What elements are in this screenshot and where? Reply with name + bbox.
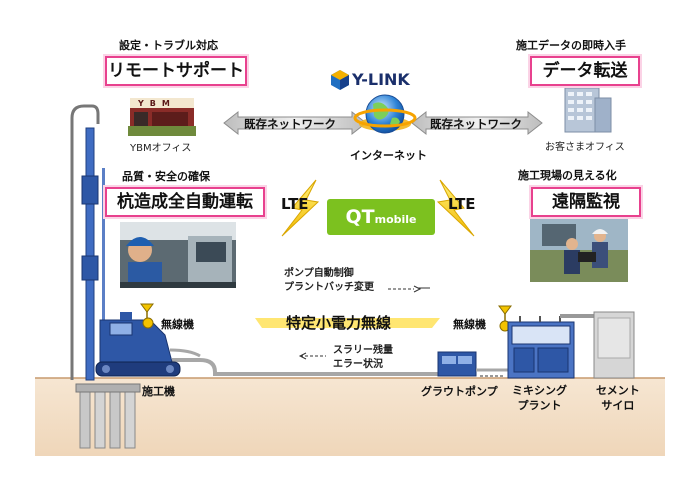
- customer-office-building-icon: [564, 87, 612, 133]
- radio-bottom-message: スラリー残量 エラー状況: [333, 344, 393, 372]
- auto-operation-box: 杭造成全自動運転: [105, 187, 265, 217]
- piles: [75, 383, 141, 449]
- qt-mobile-logo: QTmobile: [327, 199, 435, 235]
- visualization-caption: 施工現場の見える化: [518, 169, 617, 182]
- radio-top-message: ポンプ自動制御 プラントバッチ変更: [284, 267, 374, 295]
- qt-logo-mobile: mobile: [374, 213, 417, 226]
- qt-logo-letters: QT: [345, 206, 375, 228]
- radio-top-line-2: プラントバッチ変更: [284, 282, 374, 293]
- mixing-plant: [507, 314, 600, 379]
- quality-caption: 品質・安全の確保: [122, 170, 210, 183]
- remote-monitoring-box: 遠隔監視: [531, 187, 641, 217]
- remote-support-caption: 設定・トラブル対応: [119, 39, 218, 52]
- cement-silo: [593, 311, 635, 379]
- radio-label-right: 無線機: [453, 318, 486, 331]
- data-transfer-box: データ転送: [530, 56, 640, 86]
- remote-monitoring-photo: [530, 218, 628, 282]
- cement-silo-line-2: サイロ: [601, 399, 635, 412]
- radio-title: 特定小電力無線: [286, 314, 392, 332]
- internet-label: インターネット: [350, 149, 427, 162]
- radio-bottom-line-2: エラー状況: [333, 359, 383, 370]
- grout-pump-label: グラウトポンプ: [421, 385, 498, 398]
- lte-label-left: LTE: [281, 195, 309, 213]
- cement-silo-label: セメント サイロ: [596, 383, 640, 413]
- radio-top-line-1: ポンプ自動制御: [284, 268, 354, 279]
- grout-hose: [172, 358, 442, 376]
- radio-bottom-line-1: スラリー残量: [333, 345, 393, 356]
- operator-cab-photo: [120, 222, 236, 288]
- y-link-logo-text: Y-LINK: [352, 70, 410, 89]
- radio-label-left: 無線機: [161, 318, 194, 331]
- rig-label: 施工機: [142, 385, 175, 398]
- ybm-office-photo: [128, 98, 196, 136]
- radio-band: [255, 318, 440, 328]
- mixing-plant-line-1: ミキシング: [512, 384, 567, 397]
- lte-label-right: LTE: [448, 195, 476, 213]
- lte-bolt-left: [281, 179, 320, 237]
- ybm-office-label: YBMオフィス: [130, 143, 192, 154]
- mixing-plant-line-2: プラント: [517, 399, 562, 412]
- ybm-sign: YBM: [138, 99, 176, 108]
- drill-rig: [70, 104, 181, 381]
- lte-bolt-right: [436, 179, 475, 237]
- grout-pump: [437, 351, 512, 377]
- cement-silo-line-1: セメント: [596, 384, 640, 397]
- y-link-logo-mark: [331, 70, 349, 90]
- customer-office-label: お客さまオフィス: [545, 142, 625, 153]
- data-transfer-caption: 施工データの即時入手: [516, 39, 626, 52]
- remote-support-box: リモートサポート: [105, 56, 247, 86]
- network-arrow-right: [411, 110, 543, 136]
- globe-icon: [353, 94, 417, 134]
- network-label-left: 既存ネットワーク: [244, 117, 336, 131]
- mixing-plant-label: ミキシング プラント: [512, 383, 567, 413]
- network-label-right: 既存ネットワーク: [430, 117, 522, 131]
- radio-device-left: [140, 303, 154, 329]
